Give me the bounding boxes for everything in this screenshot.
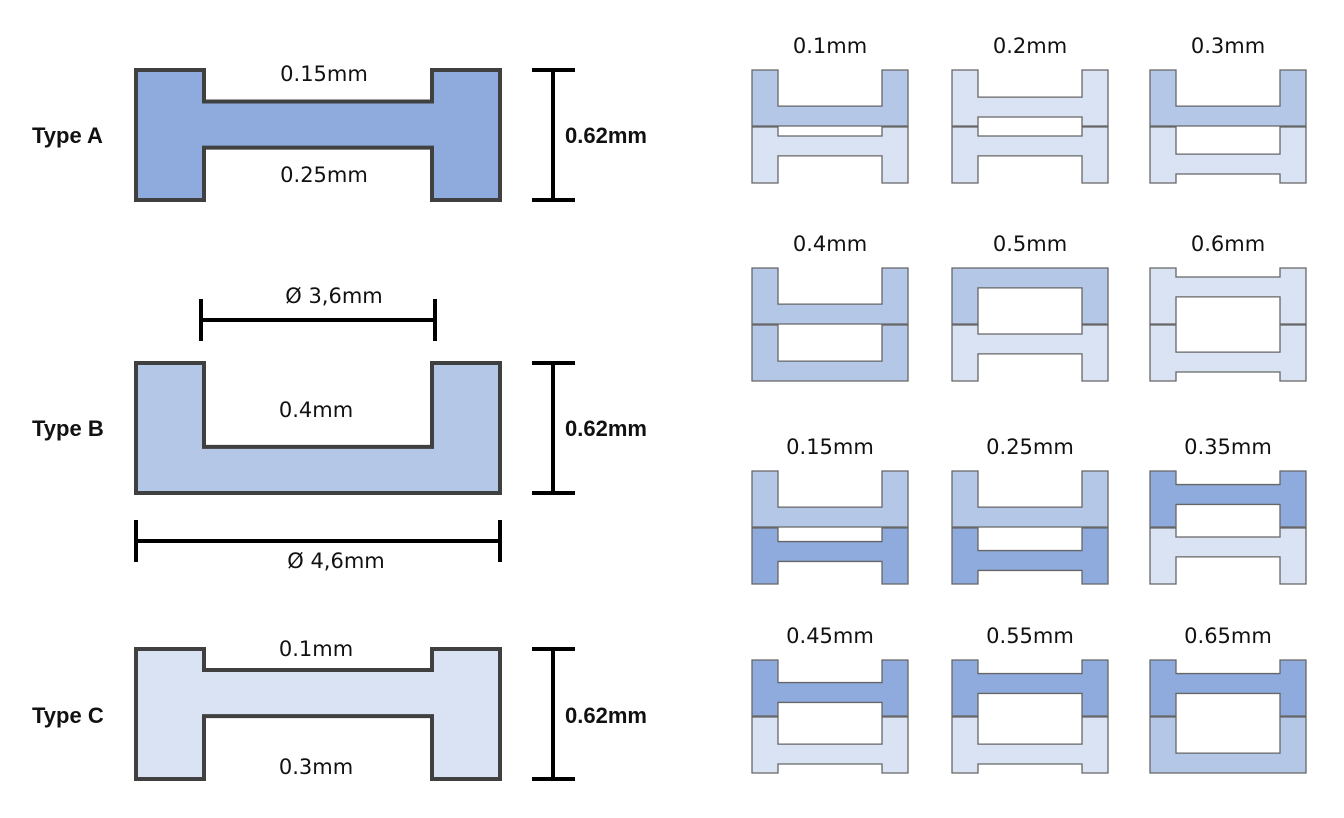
combination-gap-label: 0.65mm xyxy=(1184,624,1272,648)
type-b-outer-diameter-label: Ø 4,6mm xyxy=(287,549,385,573)
bottom-profile-type-c xyxy=(751,126,909,184)
type-a-group: Type A 0.15mm 0.25mm 0.62mm xyxy=(32,62,647,202)
top-profile-type-b xyxy=(751,69,909,127)
type-b-group: Ø 3,6mm Type B 0.4mm 0.62mm Ø 4,6mm xyxy=(32,284,647,573)
type-a-profile xyxy=(134,68,502,202)
type-a-bottom-notch-label: 0.25mm xyxy=(280,163,368,187)
combination-gap-label: 0.3mm xyxy=(1191,34,1265,58)
type-a-top-notch-label: 0.15mm xyxy=(280,62,368,86)
combination-gap-label: 0.25mm xyxy=(986,435,1074,459)
top-profile-type-a xyxy=(1149,470,1307,528)
combination-gap-label: 0.4mm xyxy=(793,232,867,256)
top-profile-type-b xyxy=(1149,69,1307,127)
combination-gap-label: 0.45mm xyxy=(786,624,874,648)
combination-cell: 0.6mm xyxy=(1149,232,1307,382)
top-profile-type-c xyxy=(1149,267,1307,325)
top-profile-type-b xyxy=(751,267,909,325)
combination-cell: 0.1mm xyxy=(751,34,909,184)
bottom-profile-type-c xyxy=(951,324,1109,382)
combination-cell: 0.4mm xyxy=(751,232,909,382)
type-c-height-dimension xyxy=(532,647,575,781)
top-profile-type-b xyxy=(751,470,909,528)
bottom-profile-type-b xyxy=(751,324,909,382)
combination-cell: 0.25mm xyxy=(951,435,1109,585)
top-profile-type-a xyxy=(1149,659,1307,717)
type-b-height-label: 0.62mm xyxy=(565,416,647,441)
type-a-label: Type A xyxy=(32,123,103,148)
type-b-label: Type B xyxy=(32,416,104,441)
combination-gap-label: 0.6mm xyxy=(1191,232,1265,256)
type-b-notch-label: 0.4mm xyxy=(279,398,353,422)
bottom-profile-type-a xyxy=(751,527,909,585)
combination-gap-label: 0.2mm xyxy=(993,34,1067,58)
bottom-profile-type-a xyxy=(951,527,1109,585)
combination-cell: 0.45mm xyxy=(751,624,909,774)
type-c-group: Type C 0.1mm 0.3mm 0.62mm xyxy=(32,637,647,781)
combination-cell: 0.65mm xyxy=(1149,624,1307,774)
type-a-height-label: 0.62mm xyxy=(565,123,647,148)
top-profile-type-c xyxy=(951,69,1109,127)
type-b-profile xyxy=(134,361,502,495)
bottom-profile-type-c xyxy=(951,716,1109,774)
combination-grid: 0.1mm 0.2mm 0.3mm 0.4mm 0.5mm 0.6mm 0.15mm 0.25… xyxy=(751,34,1307,774)
combination-gap-label: 0.5mm xyxy=(993,232,1067,256)
type-c-profile xyxy=(134,647,502,781)
top-profile-type-b xyxy=(951,267,1109,325)
combination-gap-label: 0.35mm xyxy=(1184,435,1272,459)
combination-gap-label: 0.1mm xyxy=(793,34,867,58)
combination-cell: 0.15mm xyxy=(751,435,909,585)
type-c-top-notch-label: 0.1mm xyxy=(279,637,353,661)
type-a-height-dimension xyxy=(532,68,575,202)
combination-cell: 0.3mm xyxy=(1149,34,1307,184)
type-b-inner-diameter-label: Ø 3,6mm xyxy=(285,284,383,308)
type-b-inner-diameter-dimension xyxy=(199,299,437,341)
bottom-profile-type-c xyxy=(751,716,909,774)
type-c-bottom-notch-label: 0.3mm xyxy=(279,755,353,779)
bottom-profile-type-c xyxy=(1149,324,1307,382)
combination-gap-label: 0.15mm xyxy=(786,435,874,459)
type-b-outer-diameter-dimension xyxy=(134,520,502,562)
top-profile-type-a xyxy=(951,659,1109,717)
combination-gap-label: 0.55mm xyxy=(986,624,1074,648)
bottom-profile-type-c xyxy=(951,126,1109,184)
combination-cell: 0.5mm xyxy=(951,232,1109,382)
type-b-height-dimension xyxy=(532,361,575,495)
type-c-label: Type C xyxy=(32,703,104,728)
bottom-profile-type-b xyxy=(1149,716,1307,774)
top-profile-type-a xyxy=(751,659,909,717)
top-profile-type-b xyxy=(951,470,1109,528)
type-c-height-label: 0.62mm xyxy=(565,703,647,728)
bottom-profile-type-c xyxy=(1149,527,1307,585)
combination-cell: 0.2mm xyxy=(951,34,1109,184)
bottom-profile-type-c xyxy=(1149,126,1307,184)
combination-cell: 0.55mm xyxy=(951,624,1109,774)
combination-cell: 0.35mm xyxy=(1149,435,1307,585)
